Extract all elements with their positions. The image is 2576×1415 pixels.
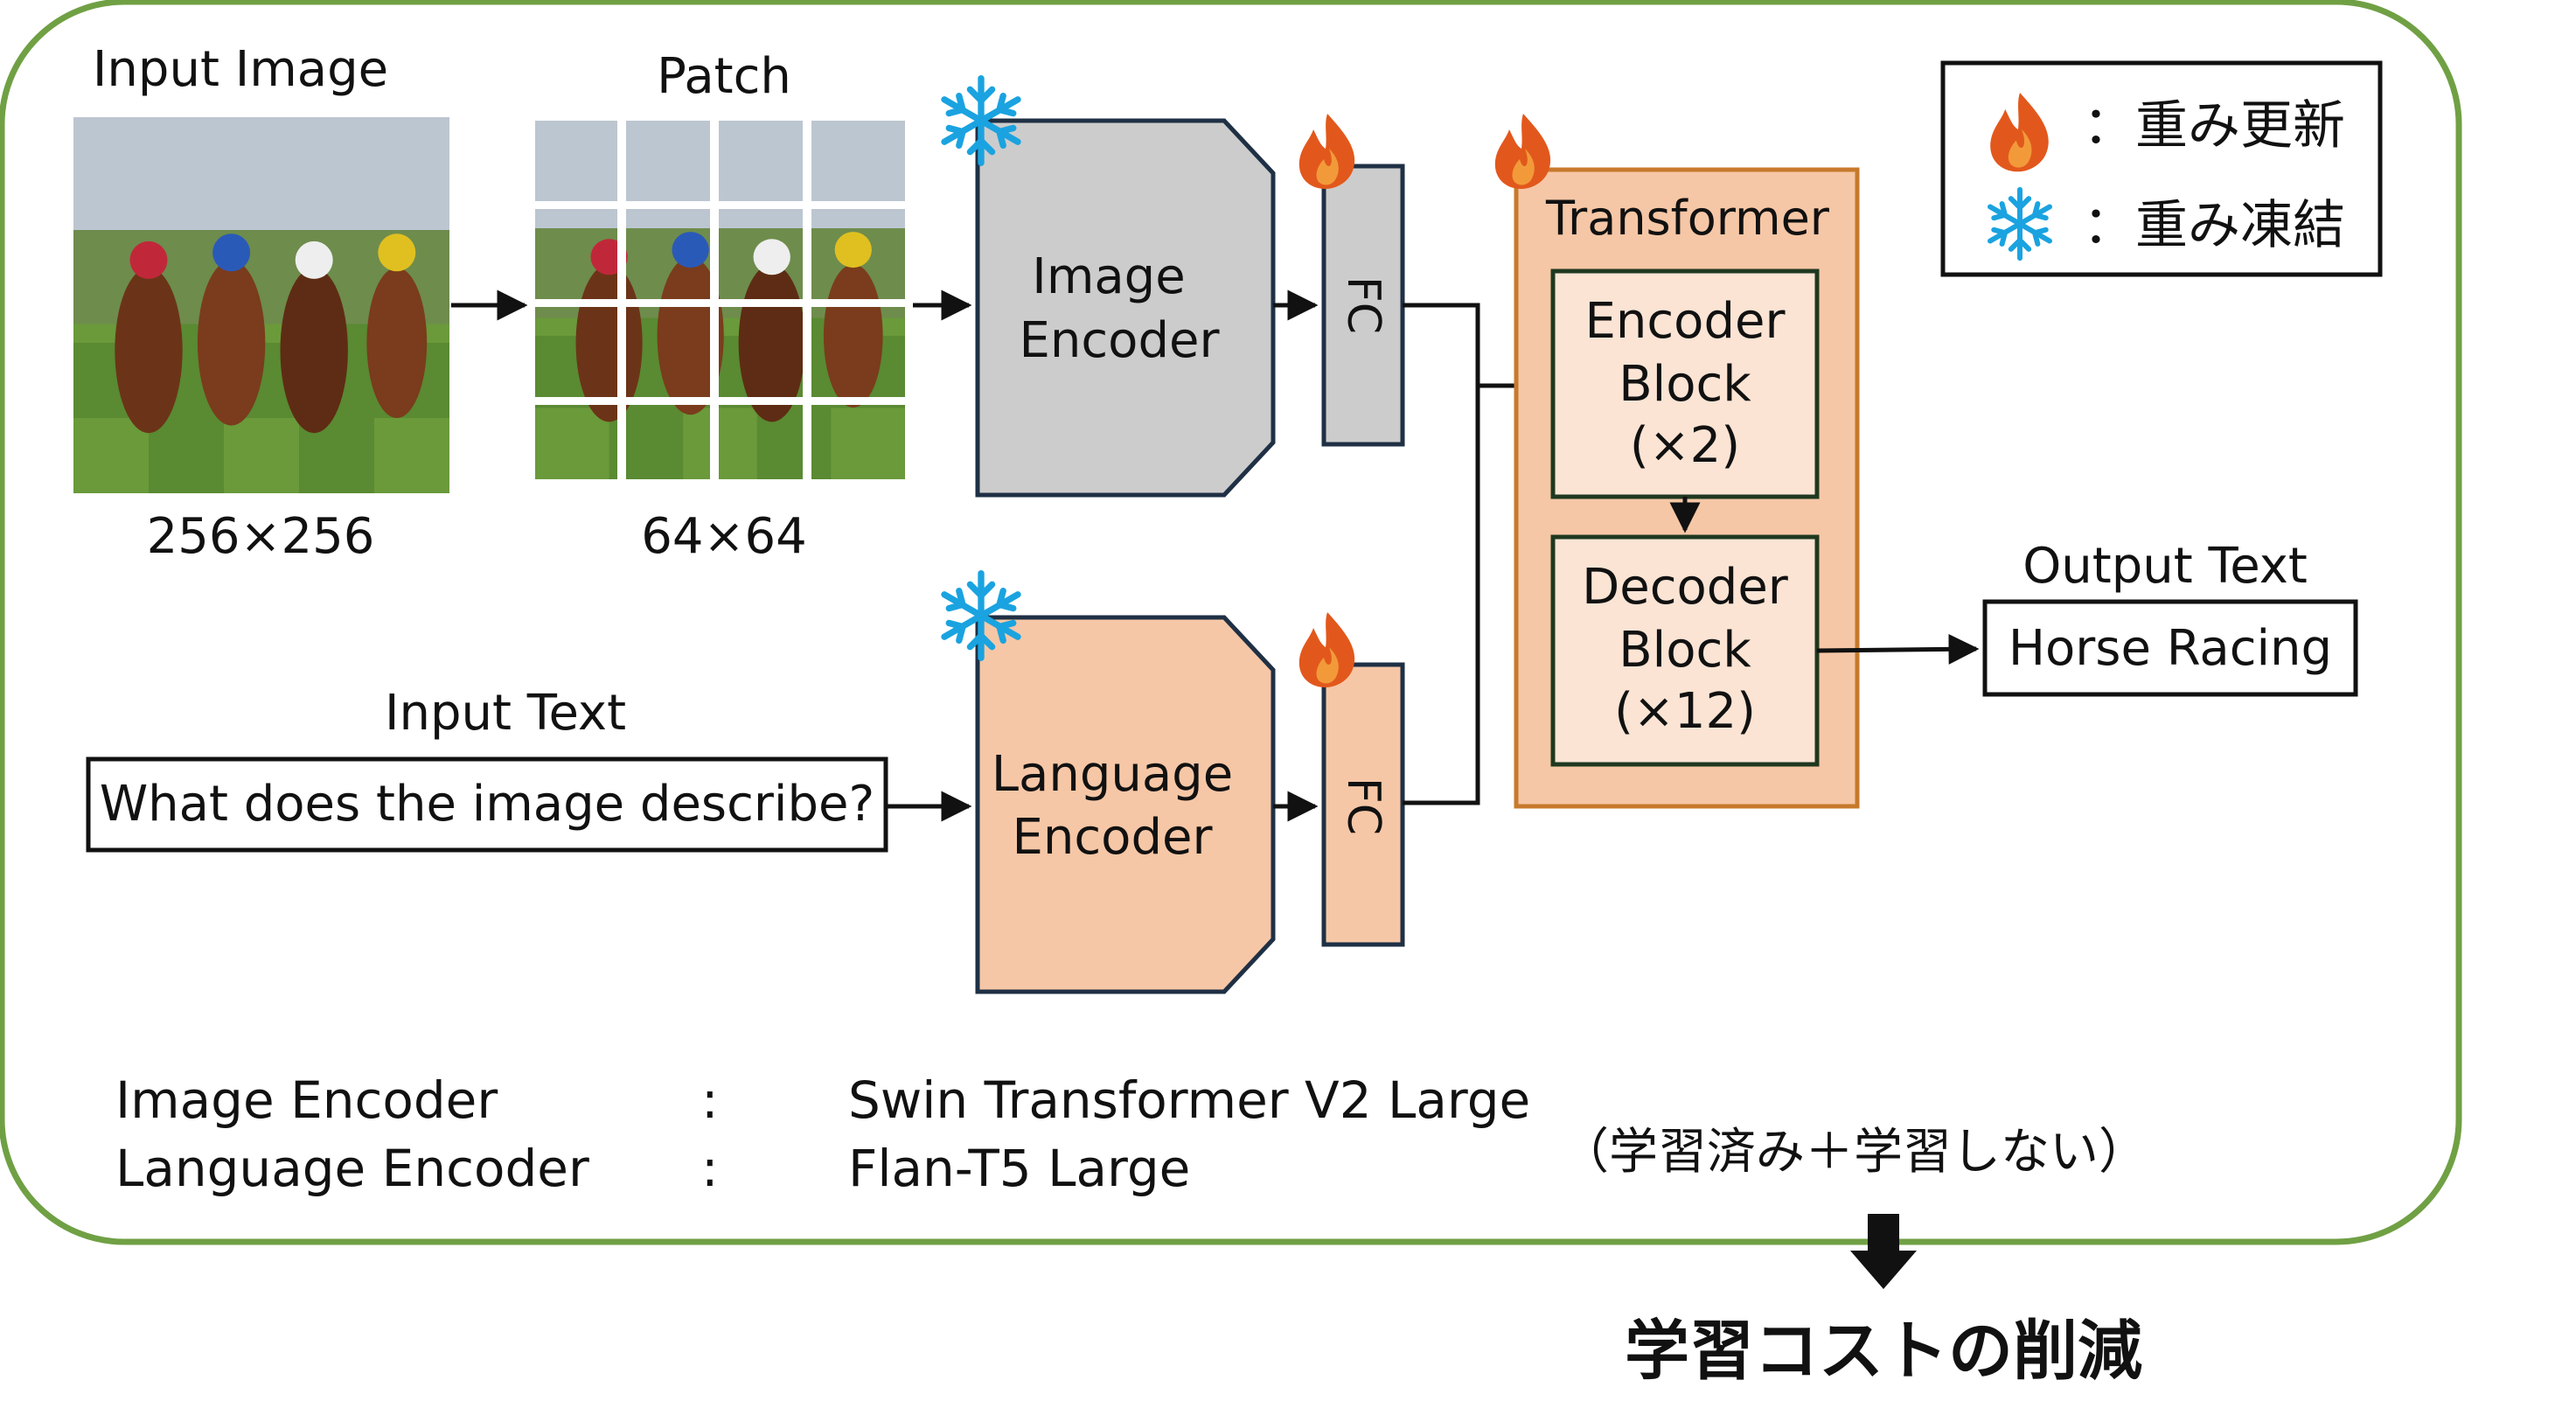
fc-layer-language xyxy=(1321,662,1405,947)
arrow-decoder-to-output xyxy=(1816,633,1980,665)
model-name-image-encoder: Image Encoder xyxy=(115,1070,498,1130)
language-encoder-block xyxy=(975,615,1276,994)
input-image-size: 256×256 xyxy=(147,508,375,565)
training-note: （学習済み＋学習しない） xyxy=(1560,1124,2148,1181)
system-frame xyxy=(0,0,2462,1245)
transformer-title: Transformer xyxy=(1545,191,1830,246)
conclusion-text: 学習コストの削減 xyxy=(1625,1314,2142,1389)
patch-size: 64×64 xyxy=(641,508,806,565)
output-text-label: Output Text xyxy=(2023,538,2308,595)
flame-icon xyxy=(1494,114,1551,189)
input-image-label: Input Image xyxy=(93,41,388,98)
image-encoder-line1: Image xyxy=(1032,248,1185,305)
input-image-thumbnail xyxy=(73,117,449,493)
model-sep-language-encoder: : xyxy=(701,1139,719,1198)
decoder-block-line3: (×12) xyxy=(1614,683,1756,740)
image-encoder-line2: Encoder xyxy=(1020,312,1221,369)
down-arrow-icon xyxy=(1850,1214,1917,1289)
decoder-block-line1: Decoder xyxy=(1582,559,1789,616)
input-text-box xyxy=(86,756,888,853)
decoder-block xyxy=(1550,534,1820,767)
input-text-label: Input Text xyxy=(385,685,626,742)
language-encoder-line2: Encoder xyxy=(1013,809,1214,866)
output-text-value: Horse Racing xyxy=(2009,620,2332,677)
encoder-block xyxy=(1550,268,1820,499)
model-name-language-encoder: Language Encoder xyxy=(115,1139,589,1198)
model-value-image-encoder: Swin Transformer V2 Large xyxy=(848,1070,1530,1130)
decoder-block-line2: Block xyxy=(1619,622,1751,679)
encoder-block-line2: Block xyxy=(1619,356,1751,413)
legend-update-text: ：重み更新 xyxy=(2083,95,2345,157)
encoder-block-line3: (×2) xyxy=(1630,417,1740,474)
patch-label: Patch xyxy=(657,48,791,105)
input-text-value: What does the image describe? xyxy=(100,776,874,833)
language-encoder-line1: Language xyxy=(992,746,1233,803)
encoder-block-line1: Encoder xyxy=(1585,293,1786,350)
legend-freeze-text: ：重み凍結 xyxy=(2083,195,2345,256)
model-value-language-encoder: Flan-T5 Large xyxy=(848,1139,1190,1198)
model-sep-image-encoder: : xyxy=(701,1070,719,1130)
fc-label-image: FC xyxy=(1337,276,1389,334)
fc-layer-image xyxy=(1321,164,1405,447)
output-text-box xyxy=(1982,599,2358,697)
flame-icon xyxy=(1298,612,1355,687)
image-encoder-block xyxy=(975,118,1276,498)
patch-grid xyxy=(535,121,906,488)
merge-connector xyxy=(1403,303,1480,805)
fc-label-language: FC xyxy=(1337,777,1389,835)
flame-icon xyxy=(1298,114,1355,189)
